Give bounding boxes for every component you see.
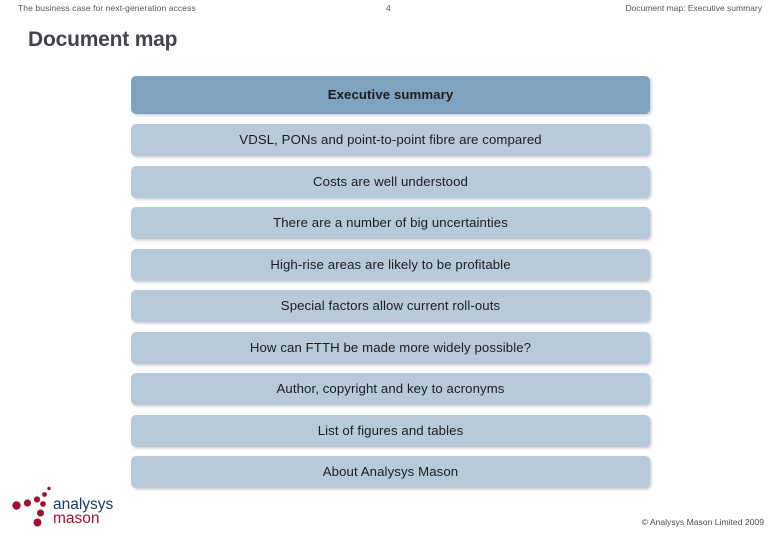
document-map-item[interactable]: VDSL, PONs and point-to-point fibre are … <box>131 124 650 156</box>
document-map-item-label: Author, copyright and key to acronyms <box>276 381 505 397</box>
slide-header: The business case for next-generation ac… <box>0 0 780 22</box>
logo-text-analysys: analysys <box>53 496 114 513</box>
document-map-item-label: How can FTTH be made more widely possibl… <box>249 339 532 355</box>
document-map-item[interactable]: Executive summary <box>131 76 650 114</box>
analysys-mason-logo: analysys mason <box>12 483 130 529</box>
document-map-item[interactable]: High-rise areas are likely to be profita… <box>131 248 650 281</box>
document-map-item-label: High-rise areas are likely to be profita… <box>270 256 511 272</box>
document-map-item[interactable]: How can FTTH be made more widely possibl… <box>131 331 650 364</box>
document-map-item-label: VDSL, PONs and point-to-point fibre are … <box>239 132 542 148</box>
document-map-item[interactable]: List of figures and tables <box>131 414 650 447</box>
header-page-number: 4 <box>386 3 391 13</box>
document-map-item-label: There are a number of big uncertainties <box>273 215 508 231</box>
document-map-item[interactable]: Special factors allow current roll-outs <box>131 290 650 322</box>
document-map-item[interactable]: There are a number of big uncertainties <box>131 207 650 239</box>
document-map-item-label: Special factors allow current roll-outs <box>280 298 501 314</box>
document-map-item-label: Costs are well understood <box>313 173 468 189</box>
document-map-item[interactable]: Author, copyright and key to acronyms <box>131 373 650 405</box>
logo-dots-icon <box>12 486 51 527</box>
logo-text-mason: mason <box>53 510 100 527</box>
header-section-breadcrumb: Document map: Executive summary <box>625 3 762 13</box>
document-map-item-label: Executive summary <box>327 87 454 103</box>
header-document-title: The business case for next-generation ac… <box>18 3 196 13</box>
document-map-item[interactable]: Costs are well understood <box>131 165 650 198</box>
document-map-item[interactable]: About Analysys Mason <box>131 456 650 488</box>
copyright-notice: © Analysys Mason Limited 2009 <box>641 517 764 527</box>
page-title: Document map <box>28 28 178 51</box>
document-map-item-label: About Analysys Mason <box>322 464 459 480</box>
document-map-item-label: List of figures and tables <box>317 422 464 438</box>
